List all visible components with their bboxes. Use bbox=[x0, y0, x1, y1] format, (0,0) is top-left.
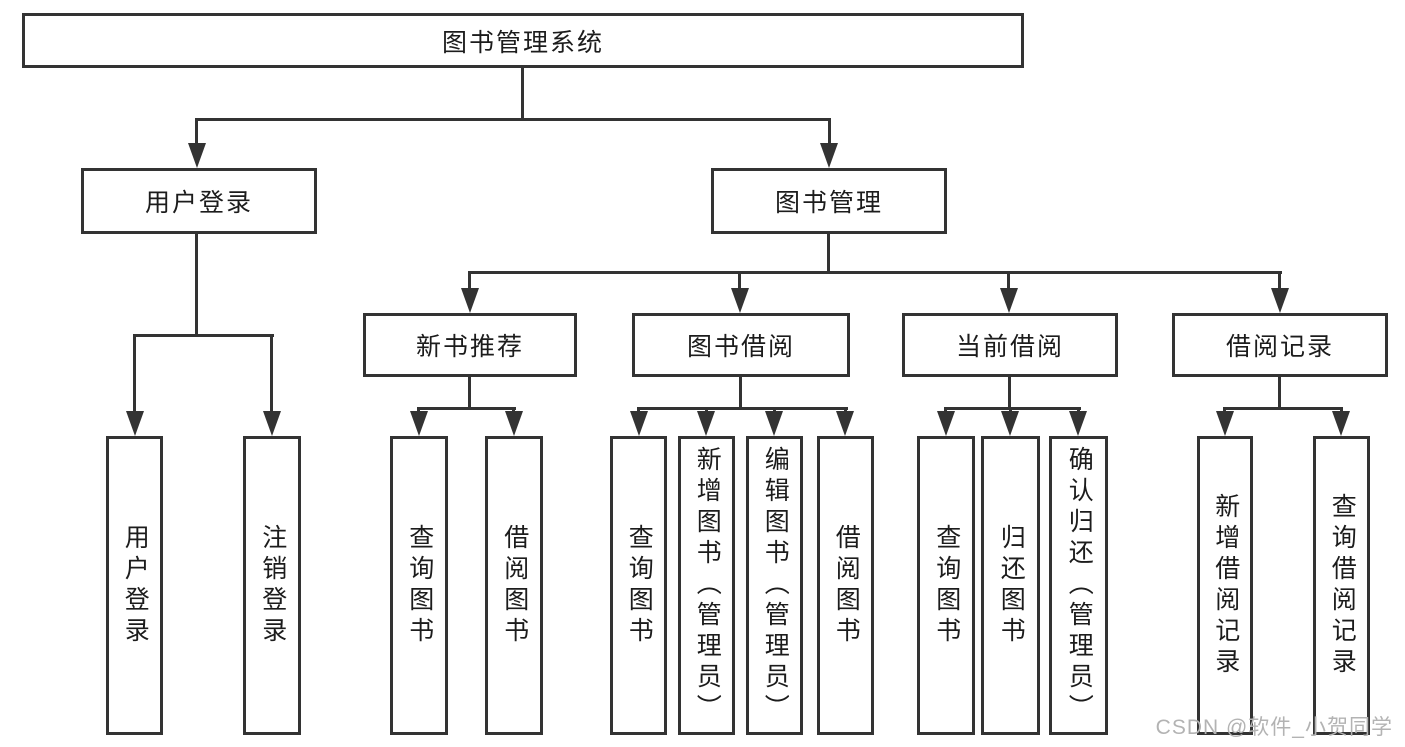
arrowhead-down-icon bbox=[188, 143, 206, 168]
arrowhead-down-icon bbox=[937, 411, 955, 436]
arrowhead-down-icon bbox=[410, 411, 428, 436]
node-user-login: 用户登录 bbox=[81, 168, 317, 234]
leaf-label: 借阅图书 bbox=[832, 523, 861, 648]
node-current-borrowing: 当前借阅 bbox=[902, 313, 1118, 377]
leaf-borrow-books-borrowing: 借阅图书 bbox=[817, 436, 874, 735]
leaf-query-books-current: 查询图书 bbox=[917, 436, 975, 735]
leaf-borrow-books-recommend: 借阅图书 bbox=[485, 436, 543, 735]
arrowhead-down-icon bbox=[1000, 288, 1018, 313]
leaf-confirm-return-admin: 确认归还（管理员） bbox=[1049, 436, 1108, 735]
connector-line bbox=[944, 407, 1081, 410]
arrowhead-down-icon bbox=[263, 411, 281, 436]
node-label: 图书管理 bbox=[774, 189, 883, 217]
leaf-user-login: 用户登录 bbox=[106, 436, 163, 735]
arrowhead-down-icon bbox=[1001, 411, 1019, 436]
leaf-add-books-admin: 新增图书（管理员） bbox=[678, 436, 735, 735]
connector-line bbox=[195, 118, 198, 146]
node-borrowing-records: 借阅记录 bbox=[1172, 313, 1388, 377]
connector-line bbox=[1007, 271, 1010, 293]
leaf-edit-books-admin: 编辑图书（管理员） bbox=[746, 436, 803, 735]
arrowhead-down-icon bbox=[1069, 411, 1087, 436]
node-book-borrowing: 图书借阅 bbox=[632, 313, 850, 377]
connector-line bbox=[1278, 271, 1281, 293]
connector-line bbox=[468, 271, 471, 293]
connector-line bbox=[637, 407, 848, 410]
node-label: 图书借阅 bbox=[686, 333, 795, 361]
leaf-logout: 注销登录 bbox=[243, 436, 301, 735]
connector-line bbox=[270, 334, 273, 414]
connector-line bbox=[738, 271, 741, 293]
leaf-label: 注销登录 bbox=[258, 523, 287, 648]
connector-line bbox=[1008, 377, 1011, 410]
leaf-label: 确认归还（管理员） bbox=[1065, 446, 1094, 725]
leaf-label: 用户登录 bbox=[121, 523, 150, 648]
connector-line bbox=[828, 118, 831, 146]
leaf-query-books-borrowing: 查询图书 bbox=[610, 436, 667, 735]
node-label: 当前借阅 bbox=[955, 333, 1064, 361]
leaf-label: 编辑图书（管理员） bbox=[761, 446, 790, 725]
csdn-watermark: CSDN @软件_小贺同学 bbox=[1155, 716, 1393, 739]
node-root-library-system: 图书管理系统 bbox=[22, 13, 1024, 68]
connector-line bbox=[133, 334, 274, 337]
connector-line bbox=[195, 118, 831, 121]
arrowhead-down-icon bbox=[461, 288, 479, 313]
arrowhead-down-icon bbox=[505, 411, 523, 436]
arrowhead-down-icon bbox=[836, 411, 854, 436]
arrowhead-down-icon bbox=[820, 143, 838, 168]
arrowhead-down-icon bbox=[630, 411, 648, 436]
leaf-label: 新增借阅记录 bbox=[1211, 492, 1240, 679]
node-book-management: 图书管理 bbox=[711, 168, 947, 234]
node-label: 借阅记录 bbox=[1225, 333, 1334, 361]
leaf-label: 查询图书 bbox=[932, 523, 961, 648]
arrowhead-down-icon bbox=[697, 411, 715, 436]
connector-line bbox=[1223, 407, 1343, 410]
leaf-query-borrow-record: 查询借阅记录 bbox=[1313, 436, 1370, 735]
node-label: 图书管理系统 bbox=[441, 28, 604, 57]
connector-line bbox=[417, 407, 516, 410]
arrowhead-down-icon bbox=[765, 411, 783, 436]
leaf-label: 借阅图书 bbox=[500, 523, 529, 648]
arrowhead-down-icon bbox=[126, 411, 144, 436]
connector-line bbox=[827, 234, 830, 274]
connector-line bbox=[521, 68, 524, 121]
leaf-label: 查询借阅记录 bbox=[1328, 492, 1357, 679]
connector-line bbox=[195, 234, 198, 337]
node-new-book-recommend: 新书推荐 bbox=[363, 313, 577, 377]
connector-line bbox=[468, 271, 1282, 274]
leaf-label: 新增图书（管理员） bbox=[693, 446, 722, 725]
leaf-label: 查询图书 bbox=[625, 523, 654, 648]
arrowhead-down-icon bbox=[1216, 411, 1234, 436]
leaf-query-books-recommend: 查询图书 bbox=[390, 436, 448, 735]
arrowhead-down-icon bbox=[1332, 411, 1350, 436]
connector-line bbox=[1278, 377, 1281, 410]
connector-line bbox=[739, 377, 742, 410]
leaf-label: 查询图书 bbox=[405, 523, 434, 648]
node-label: 新书推荐 bbox=[415, 333, 524, 361]
leaf-add-borrow-record: 新增借阅记录 bbox=[1197, 436, 1253, 735]
leaf-label: 归还图书 bbox=[997, 523, 1026, 648]
connector-line bbox=[133, 334, 136, 414]
leaf-return-books: 归还图书 bbox=[981, 436, 1040, 735]
node-label: 用户登录 bbox=[144, 189, 253, 217]
connector-line bbox=[468, 377, 471, 410]
arrowhead-down-icon bbox=[1271, 288, 1289, 313]
arrowhead-down-icon bbox=[731, 288, 749, 313]
